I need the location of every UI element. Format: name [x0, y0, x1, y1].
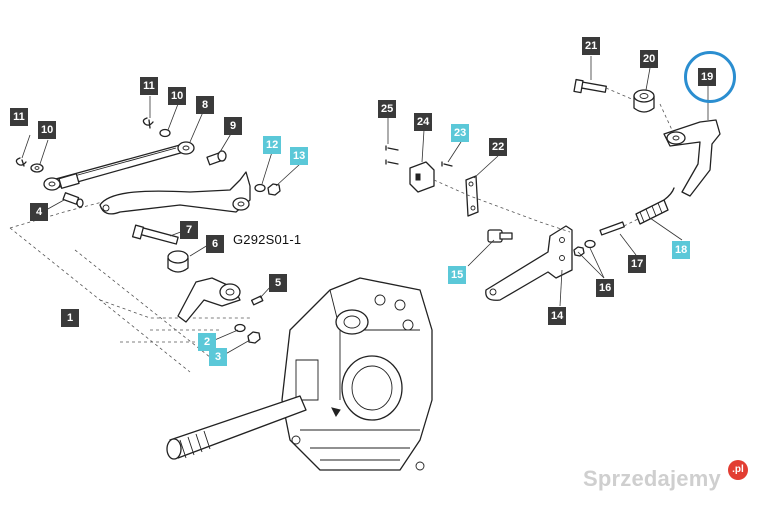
split-pin-upper [142, 117, 154, 129]
washer-upper [159, 128, 171, 138]
callout-21[interactable]: 21 [582, 37, 601, 55]
washer-2 [234, 323, 246, 333]
bolt-21 [573, 78, 607, 94]
callout-10-upper[interactable]: 10 [168, 87, 187, 105]
plate-22 [465, 175, 479, 217]
pin-9 [206, 150, 227, 166]
nut-16b [573, 246, 585, 257]
callout-8[interactable]: 8 [196, 96, 214, 114]
split-pin-left [15, 157, 27, 167]
bracket-14 [485, 225, 573, 301]
output-shaft [166, 395, 307, 460]
callout-18[interactable]: 18 [672, 241, 691, 259]
callout-2[interactable]: 2 [198, 333, 216, 351]
screw-23 [441, 161, 453, 167]
bolt-7 [131, 224, 179, 245]
screws-25 [385, 145, 399, 165]
washer-16a [584, 239, 596, 249]
callout-24[interactable]: 24 [414, 113, 433, 131]
watermark-badge: .pl [728, 460, 748, 480]
spring-pin-5 [250, 295, 264, 306]
block-24 [409, 161, 435, 193]
callout-7[interactable]: 7 [180, 221, 198, 239]
pedal-lever-19 [663, 119, 721, 197]
lever-arm [99, 171, 251, 215]
callout-23[interactable]: 23 [451, 124, 470, 142]
callout-20[interactable]: 20 [640, 50, 659, 68]
bushing-6 [167, 250, 189, 273]
callout-17[interactable]: 17 [628, 255, 647, 273]
cam-lever [177, 277, 241, 323]
spring-18 [635, 187, 675, 225]
callout-3[interactable]: 3 [209, 348, 227, 366]
drawing-code: G292S01-1 [233, 232, 302, 247]
callout-25[interactable]: 25 [378, 100, 397, 118]
nut-13 [267, 183, 281, 196]
callout-5[interactable]: 5 [269, 274, 287, 292]
callout-14[interactable]: 14 [548, 307, 567, 325]
nut-3 [247, 331, 261, 344]
callout-22[interactable]: 22 [489, 138, 508, 156]
washer-12 [254, 183, 266, 193]
gearbox-housing [281, 277, 433, 471]
callout-11-left[interactable]: 11 [10, 108, 28, 126]
callout-16[interactable]: 16 [596, 279, 615, 297]
pin-17 [599, 221, 625, 236]
highlight-circle [684, 51, 736, 103]
callout-12[interactable]: 12 [263, 136, 282, 154]
callout-6[interactable]: 6 [206, 235, 224, 253]
callout-11-upper[interactable]: 11 [140, 77, 158, 95]
callout-10-left[interactable]: 10 [38, 121, 57, 139]
callout-1[interactable]: 1 [61, 309, 79, 327]
bushing-20 [633, 89, 655, 113]
callout-9[interactable]: 9 [224, 117, 242, 135]
callout-4[interactable]: 4 [30, 203, 48, 221]
link-rod [43, 141, 195, 191]
callout-15[interactable]: 15 [448, 266, 467, 284]
washer-left [30, 163, 44, 173]
bolt-15 [487, 229, 513, 243]
pin-4 [62, 192, 84, 208]
watermark-text: Sprzedajemy [583, 466, 721, 491]
callout-13[interactable]: 13 [290, 147, 309, 165]
